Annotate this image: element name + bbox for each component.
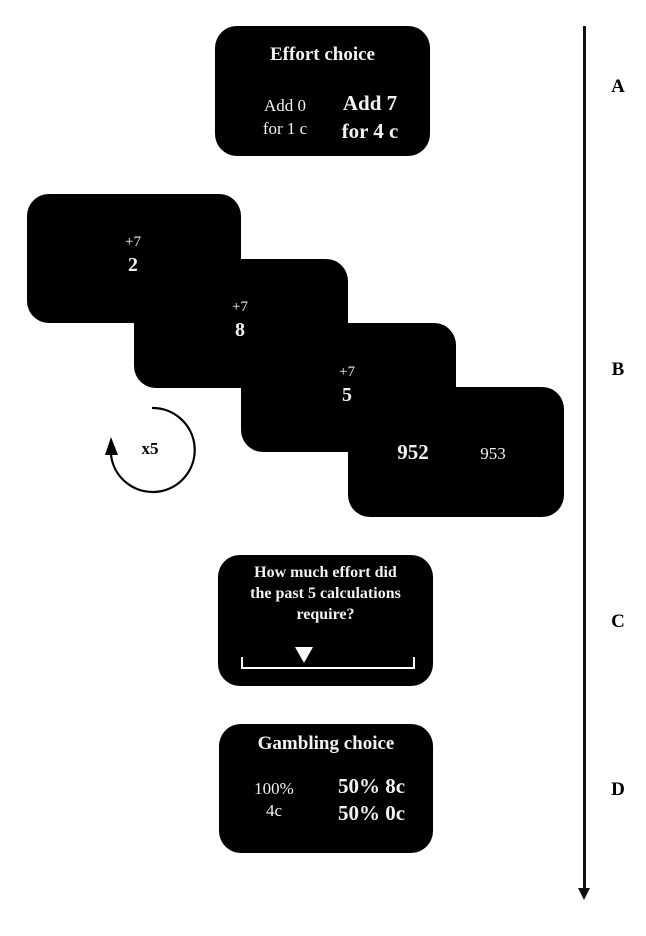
- stage-label-b: B: [611, 359, 625, 380]
- calc-digit: 8: [235, 319, 245, 341]
- effort-choice-screen: Effort choice Add 0 for 1 c Add 7 for 4 …: [215, 26, 430, 156]
- effort-question-line3: require?: [296, 606, 355, 623]
- gamble-safe-probability: 100%: [254, 779, 294, 798]
- effort-option-high-line2: for 4 c: [341, 119, 399, 143]
- answer-screen: 952 953: [348, 387, 564, 517]
- effort-choice-title: Effort choice: [270, 44, 375, 65]
- repeat-count: x5: [141, 439, 159, 458]
- gamble-risky-win: 50% 8c: [337, 774, 406, 798]
- effort-option-high-line1: Add 7: [342, 91, 398, 115]
- answer-option-1[interactable]: 952: [397, 440, 429, 464]
- gambling-choice-screen: Gambling choice 100% 4c 50% 8c 50% 0c: [219, 724, 433, 853]
- gambling-choice-title: Gambling choice: [257, 733, 395, 754]
- effort-option-low-line1: Add 0: [263, 96, 307, 115]
- stage-label-d: D: [611, 779, 625, 800]
- effort-rating-slider[interactable]: [241, 647, 415, 669]
- answer-option-2[interactable]: 953: [480, 444, 506, 463]
- gamble-safe-amount: 4c: [265, 801, 283, 820]
- repeat-indicator: x5: [100, 400, 210, 500]
- calc-digit: 5: [342, 384, 352, 406]
- slider-marker-icon[interactable]: [295, 647, 313, 663]
- calc-operation: +7: [125, 234, 141, 250]
- effort-question-line2: the past 5 calculations: [250, 585, 401, 602]
- effort-question-line1: How much effort did: [254, 564, 397, 581]
- stage-label-a: A: [611, 76, 625, 97]
- effort-option-low-line2: for 1 c: [262, 119, 308, 138]
- calc-digit: 2: [128, 254, 138, 276]
- stage-label-c: C: [611, 611, 625, 632]
- cycle-arrow-icon: [105, 406, 196, 494]
- calc-operation: +7: [232, 299, 248, 315]
- timeline-axis: [583, 26, 586, 892]
- timeline-arrowhead-icon: [578, 888, 590, 900]
- gamble-risky-lose: 50% 0c: [337, 801, 406, 825]
- effort-rating-screen: How much effort did the past 5 calculati…: [218, 555, 433, 686]
- calc-operation: +7: [339, 364, 355, 380]
- slider-track[interactable]: [241, 657, 415, 669]
